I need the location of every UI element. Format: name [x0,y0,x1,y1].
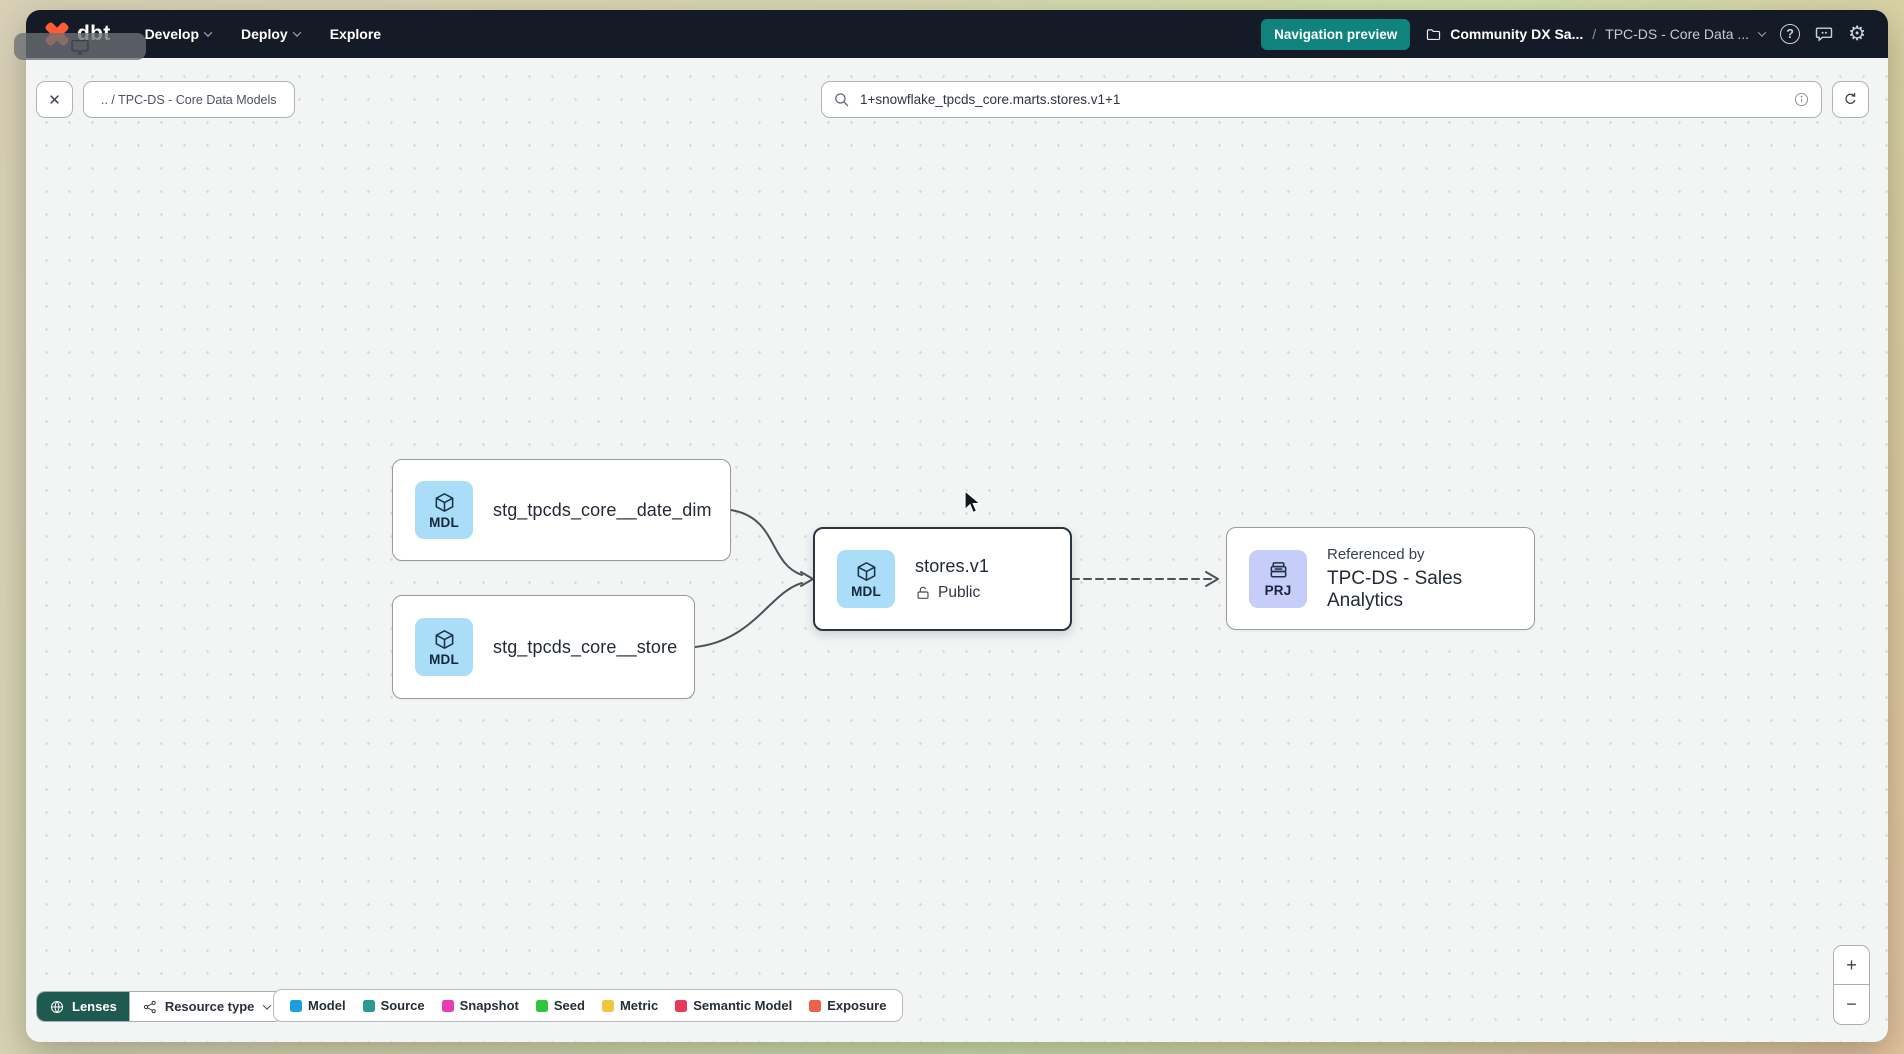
legend-label: Snapshot [459,998,519,1013]
menu-deploy[interactable]: Deploy [241,26,301,42]
chevron-down-icon [263,1000,272,1010]
lenses-label: Lenses [72,999,117,1014]
badge-label: PRJ [1264,583,1292,598]
info-icon[interactable] [1793,91,1810,108]
cube-icon [435,492,453,512]
access-row: Public [915,584,989,602]
edge-arrowhead [800,571,814,587]
zoom-out-button[interactable]: − [1834,985,1869,1024]
menu-develop[interactable]: Develop [144,26,213,42]
top-nav: dbt Develop Deploy Explore Navigation pr… [26,10,1888,58]
project-node-sales-analytics[interactable]: PRJ Referenced by TPC-DS - Sales Analyti… [1226,527,1535,630]
lineage-breadcrumb-chip[interactable]: .. / TPC-DS - Core Data Models [83,81,295,118]
legend-label: Semantic Model [693,998,793,1013]
monitor-icon [71,39,89,54]
legend-item: Source [362,998,425,1013]
nav-right-group: Navigation preview Community DX Sa... / … [1261,18,1866,50]
project-name[interactable]: TPC-DS - Core Data ... [1605,26,1750,42]
legend-swatch [362,999,375,1012]
refresh-lineage-button[interactable] [1832,81,1869,118]
legend-swatch [290,999,302,1012]
unlock-icon [917,586,929,599]
help-icon[interactable]: ? [1780,24,1801,44]
chevron-down-icon [1757,28,1767,37]
mouse-cursor [964,490,982,514]
referenced-by-label: Referenced by [1327,545,1425,563]
legend-item: Metric [601,998,659,1013]
screen-share-indicator [14,33,146,60]
chevron-down-icon [292,28,301,37]
resource-type-label: Resource type [164,999,255,1014]
node-title: stores.v1 [915,556,989,576]
cube-icon [435,629,453,649]
lens-globe-icon [50,1000,64,1013]
resource-graph-icon [143,1000,156,1013]
feedback-icon[interactable] [1814,24,1834,44]
breadcrumb-separator: / [1592,26,1597,42]
model-node-stores-v1-selected[interactable]: MDL stores.v1 Public [813,527,1072,631]
lens-controls: Lenses Resource type [36,991,284,1022]
legend-swatch [601,999,614,1012]
badge-label: MDL [851,583,881,599]
menu-develop-label: Develop [144,26,200,42]
legend-label: Seed [553,998,585,1013]
legend-swatch [441,999,454,1012]
legend-swatch [809,999,822,1012]
edge-store-to-stores [694,582,803,648]
search-input[interactable] [821,81,1822,118]
model-node-store[interactable]: MDL stg_tpcds_core__store [392,595,695,699]
zoom-in-button[interactable]: + [1834,946,1869,985]
legend-label: Metric [619,998,659,1013]
legend-label: Source [380,998,425,1013]
legend-item: Model [290,998,346,1013]
account-name[interactable]: Community DX Sa... [1450,26,1584,42]
badge-label: MDL [429,514,459,530]
folder-icon [1427,28,1441,40]
node-title: stg_tpcds_core__date_dim [493,499,712,520]
model-badge: MDL [415,481,473,539]
resource-type-dropdown[interactable]: Resource type [128,992,283,1021]
nav-icon-group: ? ⚙ [1780,24,1866,44]
main-menu: Develop Deploy Explore [145,26,382,42]
menu-explore-label: Explore [329,26,382,42]
project-badge: PRJ [1249,549,1307,608]
project-breadcrumb[interactable]: Community DX Sa... / TPC-DS - Core Data … [1425,26,1767,43]
chevron-down-icon [203,28,213,37]
zoom-controls: + − [1833,945,1870,1025]
legend-label: Exposure [827,998,887,1013]
legend-label: Model [308,998,346,1013]
node-title: stg_tpcds_core__store [493,636,678,657]
menu-deploy-label: Deploy [241,26,288,42]
edge-arrowhead [1205,571,1219,587]
cube-icon [857,561,875,581]
legend-item: Semantic Model [675,998,792,1013]
legend-item: Exposure [809,998,886,1013]
lineage-search [821,81,1822,118]
lenses-button[interactable]: Lenses [37,992,129,1021]
access-label: Public [938,584,981,601]
navigation-preview-badge[interactable]: Navigation preview [1261,18,1411,50]
refresh-icon [1845,92,1856,104]
legend-item: Snapshot [441,998,519,1013]
lineage-canvas[interactable]: ✕ .. / TPC-DS - Core Data Models MDL [26,58,1888,1042]
search-icon [835,93,849,107]
badge-label: MDL [429,651,459,667]
legend-swatch [535,999,548,1012]
project-icon [1270,562,1286,578]
node-title: TPC-DS - Sales Analytics [1327,567,1463,611]
edge-date-dim-to-stores [730,509,803,576]
menu-explore[interactable]: Explore [330,26,381,42]
model-node-date-dim[interactable]: MDL stg_tpcds_core__date_dim [392,459,731,561]
close-lineage-button[interactable]: ✕ [36,81,73,118]
model-badge: MDL [415,618,473,676]
legend-item: Seed [535,998,585,1013]
resource-type-legend: Model Source Snapshot Seed Metric Semant… [273,989,904,1022]
settings-gear-icon[interactable]: ⚙ [1848,23,1866,45]
model-badge: MDL [837,550,895,608]
app-window: dbt Develop Deploy Explore Navigation pr… [26,10,1888,1042]
legend-swatch [675,999,688,1012]
